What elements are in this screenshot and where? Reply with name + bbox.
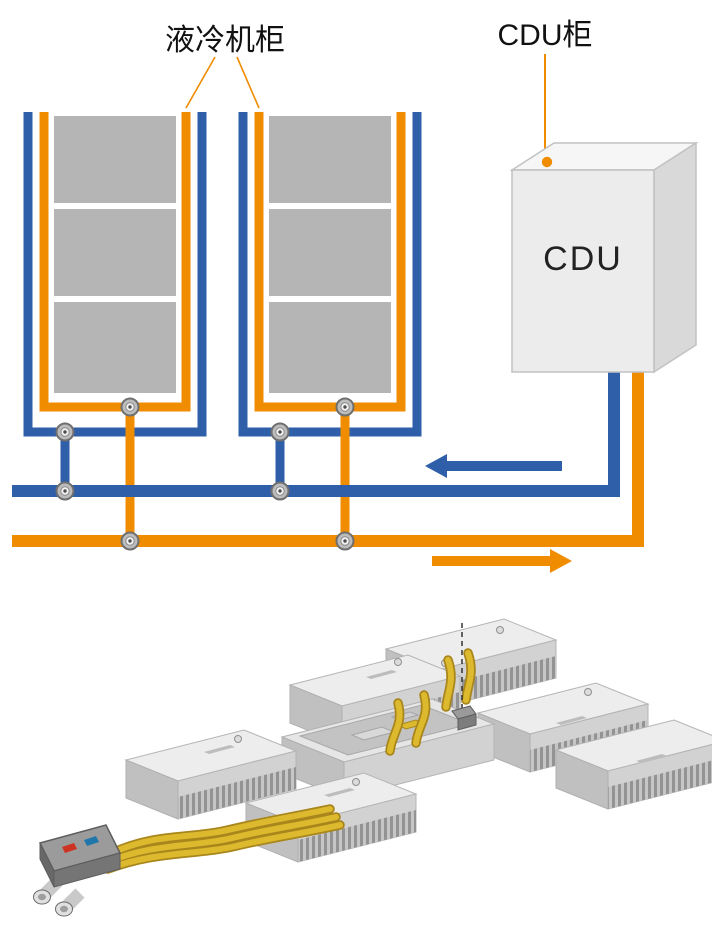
valve-layer	[55, 397, 355, 551]
cdu-leader-dot	[541, 156, 553, 168]
cdu-unit: CDU	[509, 141, 699, 374]
valve-icon	[335, 397, 355, 417]
module-fins	[608, 760, 712, 809]
module-handle-slot	[556, 716, 587, 725]
coolant-tube	[107, 814, 339, 864]
cdu-front-face	[511, 169, 655, 373]
cabinet-body-section	[269, 116, 391, 203]
valve-icon	[120, 531, 140, 551]
valve-icon	[55, 422, 75, 442]
cdu-cabinet-label: CDU柜	[498, 19, 593, 52]
module-end-face	[125, 759, 179, 820]
valve-icon	[270, 481, 290, 501]
liquid-cabinet-label: 液冷机柜	[165, 24, 285, 57]
orange-pipe-loop	[39, 112, 191, 412]
port-red-marker	[62, 843, 77, 853]
blue-flow-arrow-icon	[425, 454, 562, 478]
module-end-face	[555, 749, 609, 810]
coldplate-module-4	[554, 719, 712, 810]
valve-icon	[335, 531, 355, 551]
connector-body-side	[39, 842, 55, 888]
blue-pipe-loop	[23, 112, 207, 437]
liquid-cabinet-1	[23, 112, 207, 541]
module-handle-slot	[324, 788, 355, 797]
valve-icon	[55, 481, 75, 501]
screw-icon	[234, 735, 242, 743]
liquid-cabinet-2	[238, 112, 422, 541]
coolant-tube	[413, 692, 429, 746]
cabinet-body-section	[269, 302, 391, 393]
leader-line-cabinet-1	[185, 56, 216, 109]
valve-icon	[120, 397, 140, 417]
valve-icon	[270, 422, 290, 442]
connector-port-bore	[60, 905, 68, 913]
orange-return-manifold	[12, 372, 644, 547]
coldplate-exploded-view	[33, 618, 712, 917]
coolant-tubes	[105, 650, 474, 872]
screw-icon	[394, 658, 402, 666]
quick-connector	[33, 824, 122, 917]
screw-icon	[496, 626, 504, 634]
coolant-tube	[443, 657, 454, 710]
cabinet-body-section	[54, 209, 176, 296]
coolant-tube	[387, 700, 403, 754]
module-handle-slot	[366, 670, 397, 679]
blue-supply-manifold	[12, 372, 620, 497]
coolant-tube	[105, 822, 343, 872]
plug-body	[457, 713, 477, 731]
tube-connector-plug	[451, 705, 477, 731]
cdu-side-face	[653, 141, 697, 374]
cooling-loop-diagram: 液冷机柜 CDU柜	[12, 19, 699, 573]
orange-pipe-loop	[254, 112, 406, 412]
coolant-tube	[463, 650, 474, 703]
module-handle-slot	[636, 754, 667, 763]
port-blue-marker	[84, 836, 99, 846]
module-handle-slot	[204, 745, 235, 754]
cabinet-body-section	[54, 302, 176, 393]
connector-port-bore	[38, 893, 46, 901]
orange-flow-arrow-icon	[432, 549, 572, 573]
cdu-front-text: CDU	[543, 240, 623, 278]
screw-icon	[584, 688, 592, 696]
leader-line-cabinet-2	[236, 56, 260, 109]
cabinet-body-section	[54, 116, 176, 203]
cabinet-body-section	[269, 209, 391, 296]
blue-pipe-loop	[238, 112, 422, 437]
coolant-tube	[109, 806, 333, 856]
module-fins	[178, 767, 296, 819]
screw-icon	[352, 778, 360, 786]
module-fins	[298, 810, 416, 862]
coldplate-module-6	[124, 729, 298, 820]
